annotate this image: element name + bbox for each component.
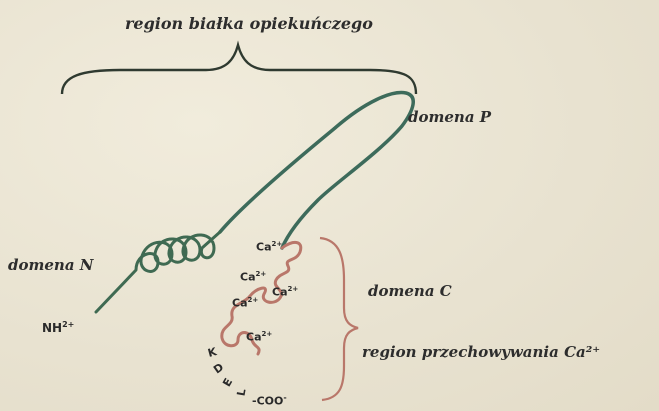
ca-storage-region-label: region przechowywania Ca²⁺ [362, 343, 600, 361]
p-domain-loop [220, 93, 413, 248]
c-terminus-label: -COO- [252, 393, 287, 408]
ca-site-2: Ca2+ [240, 270, 266, 284]
ca-site-text: Ca [240, 271, 256, 284]
c-domain-brace [320, 238, 358, 400]
c-terminus-text: -COO [252, 395, 283, 408]
ca-site-1: Ca2+ [256, 240, 282, 254]
ca-site-charge: 2+ [288, 285, 299, 293]
ca-site-charge: 2+ [272, 240, 283, 248]
n-domain-label: domena N [8, 256, 93, 274]
chaperone-region-brace [62, 45, 416, 94]
ca-site-text: Ca [246, 331, 262, 344]
c-terminus-charge: - [283, 393, 286, 402]
c-domain-label: domena C [368, 282, 452, 300]
ca-site-charge: 2+ [256, 270, 267, 278]
ca-site-5: Ca2+ [246, 330, 272, 344]
ca-site-text: Ca [256, 241, 272, 254]
chaperone-region-title: region białka opiekuńczego [125, 14, 373, 33]
n-terminus-text: NH [42, 321, 62, 335]
n-domain-helix [96, 232, 220, 312]
ca-site-text: Ca [272, 286, 288, 299]
ca-site-4: Ca2+ [232, 296, 258, 310]
ca-site-charge: 2+ [262, 330, 273, 338]
ca-site-text: Ca [232, 297, 248, 310]
p-domain-label: domena P [408, 108, 491, 126]
n-terminus-label: NH2+ [42, 320, 74, 335]
ca-site-charge: 2+ [248, 296, 259, 304]
n-terminus-charge: 2+ [62, 320, 74, 329]
ca-site-3: Ca2+ [272, 285, 298, 299]
